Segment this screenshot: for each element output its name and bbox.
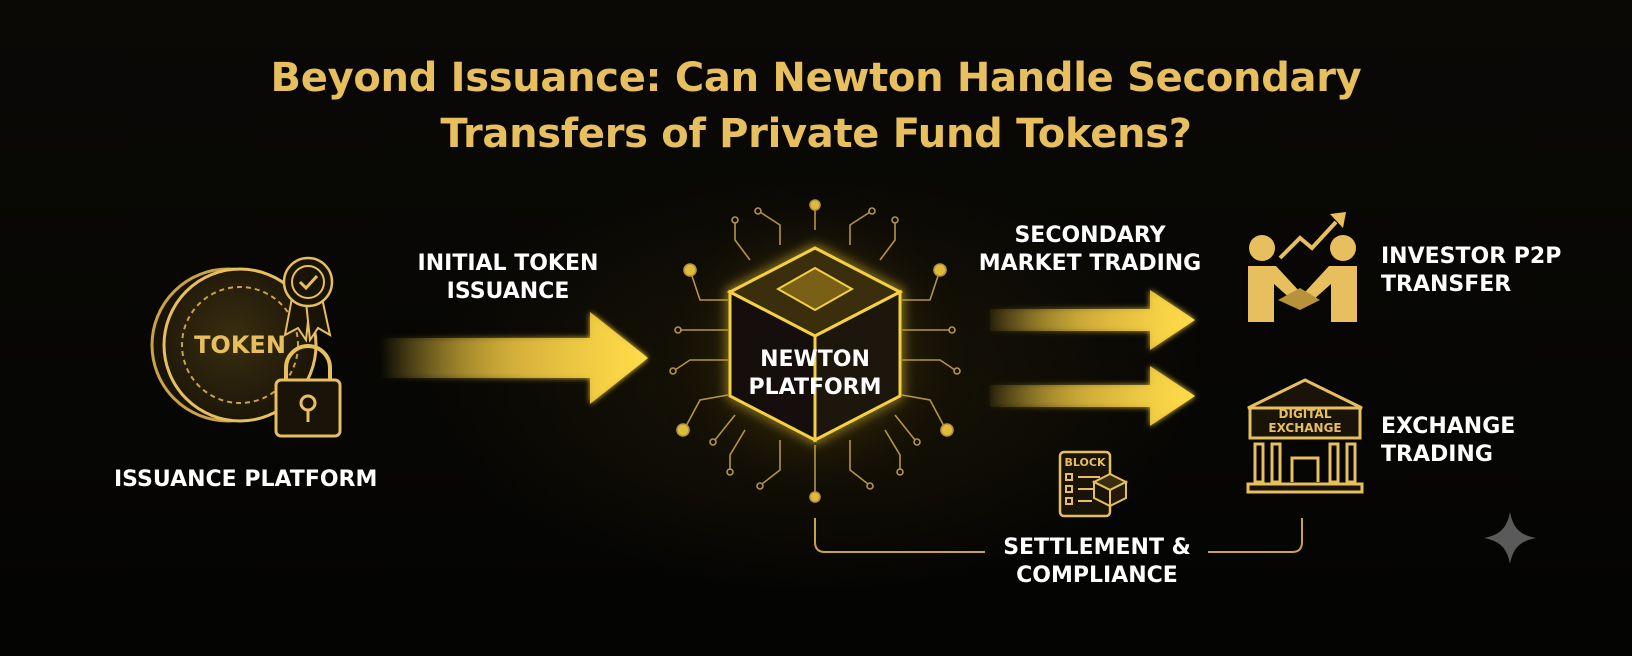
investor-p2p-line-2: TRANSFER bbox=[1381, 272, 1512, 297]
coin-text: TOKEN bbox=[194, 331, 286, 359]
padlock-icon bbox=[274, 344, 342, 438]
investor-p2p-label: INVESTOR P2P TRANSFER bbox=[1381, 243, 1561, 299]
block-ledger-icon: BLOCK bbox=[1058, 450, 1129, 518]
newton-line-2: PLATFORM bbox=[748, 375, 882, 400]
newton-line-1: NEWTON bbox=[760, 347, 870, 372]
title-line-1: Beyond Issuance: Can Newton Handle Secon… bbox=[270, 55, 1362, 101]
exchange-trading-line-1: EXCHANGE bbox=[1381, 414, 1516, 439]
title-line-2: Transfers of Private Fund Tokens? bbox=[440, 111, 1192, 157]
block-text: BLOCK bbox=[1065, 456, 1106, 469]
exchange-trading-label: EXCHANGE TRADING bbox=[1381, 413, 1515, 469]
initial-issuance-line-2: ISSUANCE bbox=[446, 279, 570, 304]
initial-issuance-line-1: INITIAL TOKEN bbox=[417, 251, 599, 276]
newton-platform-label: NEWTON PLATFORM bbox=[745, 346, 885, 402]
settlement-compliance-label: SETTLEMENT & COMPLIANCE bbox=[990, 534, 1204, 590]
settlement-line-2: COMPLIANCE bbox=[1016, 563, 1178, 588]
handshake-growth-icon bbox=[1248, 212, 1357, 322]
secondary-market-label: SECONDARY MARKET TRADING bbox=[970, 222, 1210, 278]
arrow-initial-issuance bbox=[380, 312, 648, 404]
token-coin-icon: TOKEN bbox=[150, 267, 318, 423]
building-text-1: DIGITAL bbox=[1279, 407, 1332, 421]
exchange-building-icon: DIGITAL EXCHANGE bbox=[1246, 378, 1364, 494]
circuit-cube-icon bbox=[645, 180, 985, 520]
arrow-secondary-upper bbox=[990, 290, 1195, 350]
settlement-connector bbox=[814, 518, 1303, 553]
investor-p2p-line-1: INVESTOR P2P bbox=[1381, 244, 1562, 269]
secondary-market-line-1: SECONDARY bbox=[1014, 223, 1166, 248]
secondary-market-line-2: MARKET TRADING bbox=[978, 251, 1202, 276]
issuance-platform-label: ISSUANCE PLATFORM bbox=[114, 467, 378, 492]
award-ribbon-icon bbox=[282, 256, 334, 343]
settlement-line-1: SETTLEMENT & bbox=[1003, 535, 1191, 560]
exchange-trading-line-2: TRADING bbox=[1381, 442, 1493, 467]
initial-issuance-label: INITIAL TOKEN ISSUANCE bbox=[408, 250, 608, 306]
building-text-2: EXCHANGE bbox=[1268, 421, 1341, 435]
arrow-secondary-lower bbox=[990, 366, 1195, 426]
sparkle-icon bbox=[1484, 512, 1536, 564]
